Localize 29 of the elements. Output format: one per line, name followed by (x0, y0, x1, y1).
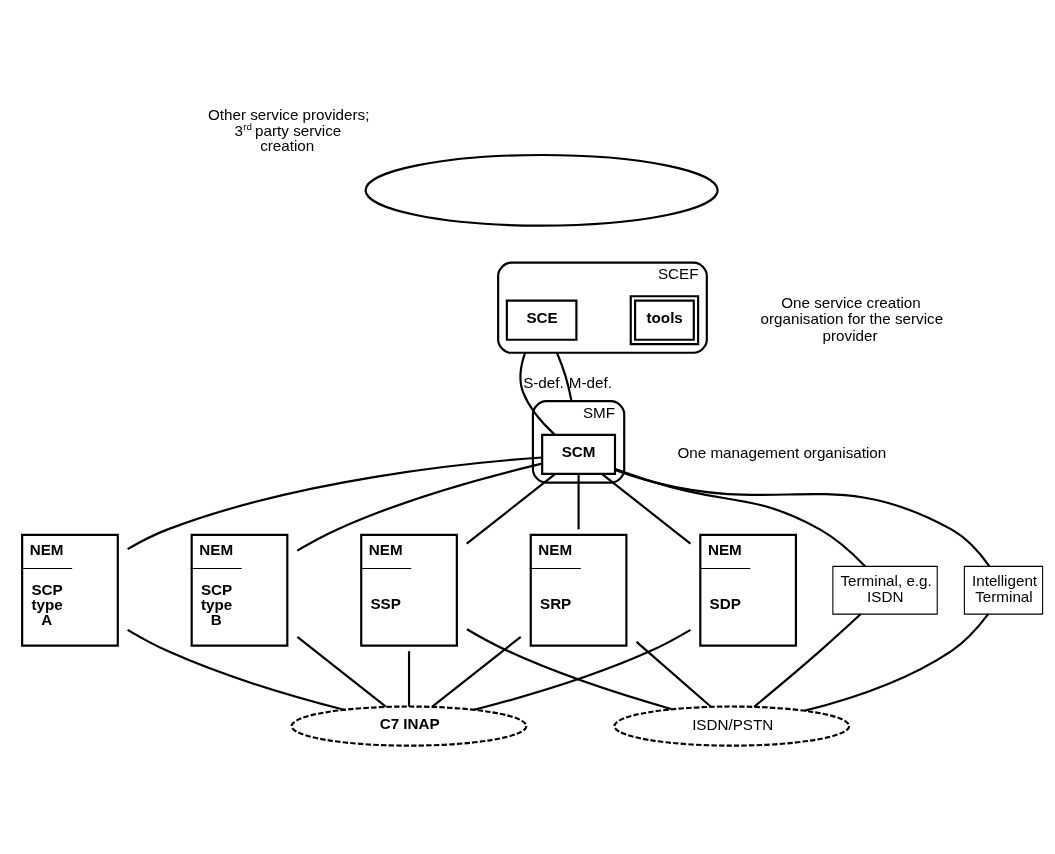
connector (635, 640, 712, 708)
connector (804, 613, 990, 712)
connector (577, 473, 580, 529)
connector (127, 628, 345, 711)
connector (296, 635, 387, 708)
connector (601, 472, 692, 545)
node-label: One management organisation (677, 443, 887, 461)
connector (466, 472, 556, 545)
connector (431, 635, 522, 708)
node-box: Terminal, e.g. ISDN (832, 565, 938, 615)
connector (614, 468, 991, 567)
connector (296, 462, 543, 552)
edge-label: M-def. (568, 373, 612, 391)
node-box: SCM (541, 433, 617, 475)
connector (753, 613, 862, 708)
node-ellipse: C7 INAP (290, 704, 528, 747)
connector (555, 351, 573, 401)
connector (614, 467, 866, 567)
node-box: SCE (505, 299, 578, 341)
node-label: One service creation organisation for the service provider (760, 293, 944, 343)
node-ellipse (364, 153, 719, 227)
node-box: Intelligent Terminal (963, 565, 1044, 615)
node-box: tools (629, 294, 700, 345)
connector (127, 455, 542, 550)
connector (407, 650, 411, 706)
edge-label: S-def. (523, 373, 564, 391)
connector (519, 351, 556, 435)
node-ellipse: ISDN/PSTN (613, 704, 851, 747)
node-label: Other service providers; 3$^{rd}$ party service creation (207, 105, 370, 154)
